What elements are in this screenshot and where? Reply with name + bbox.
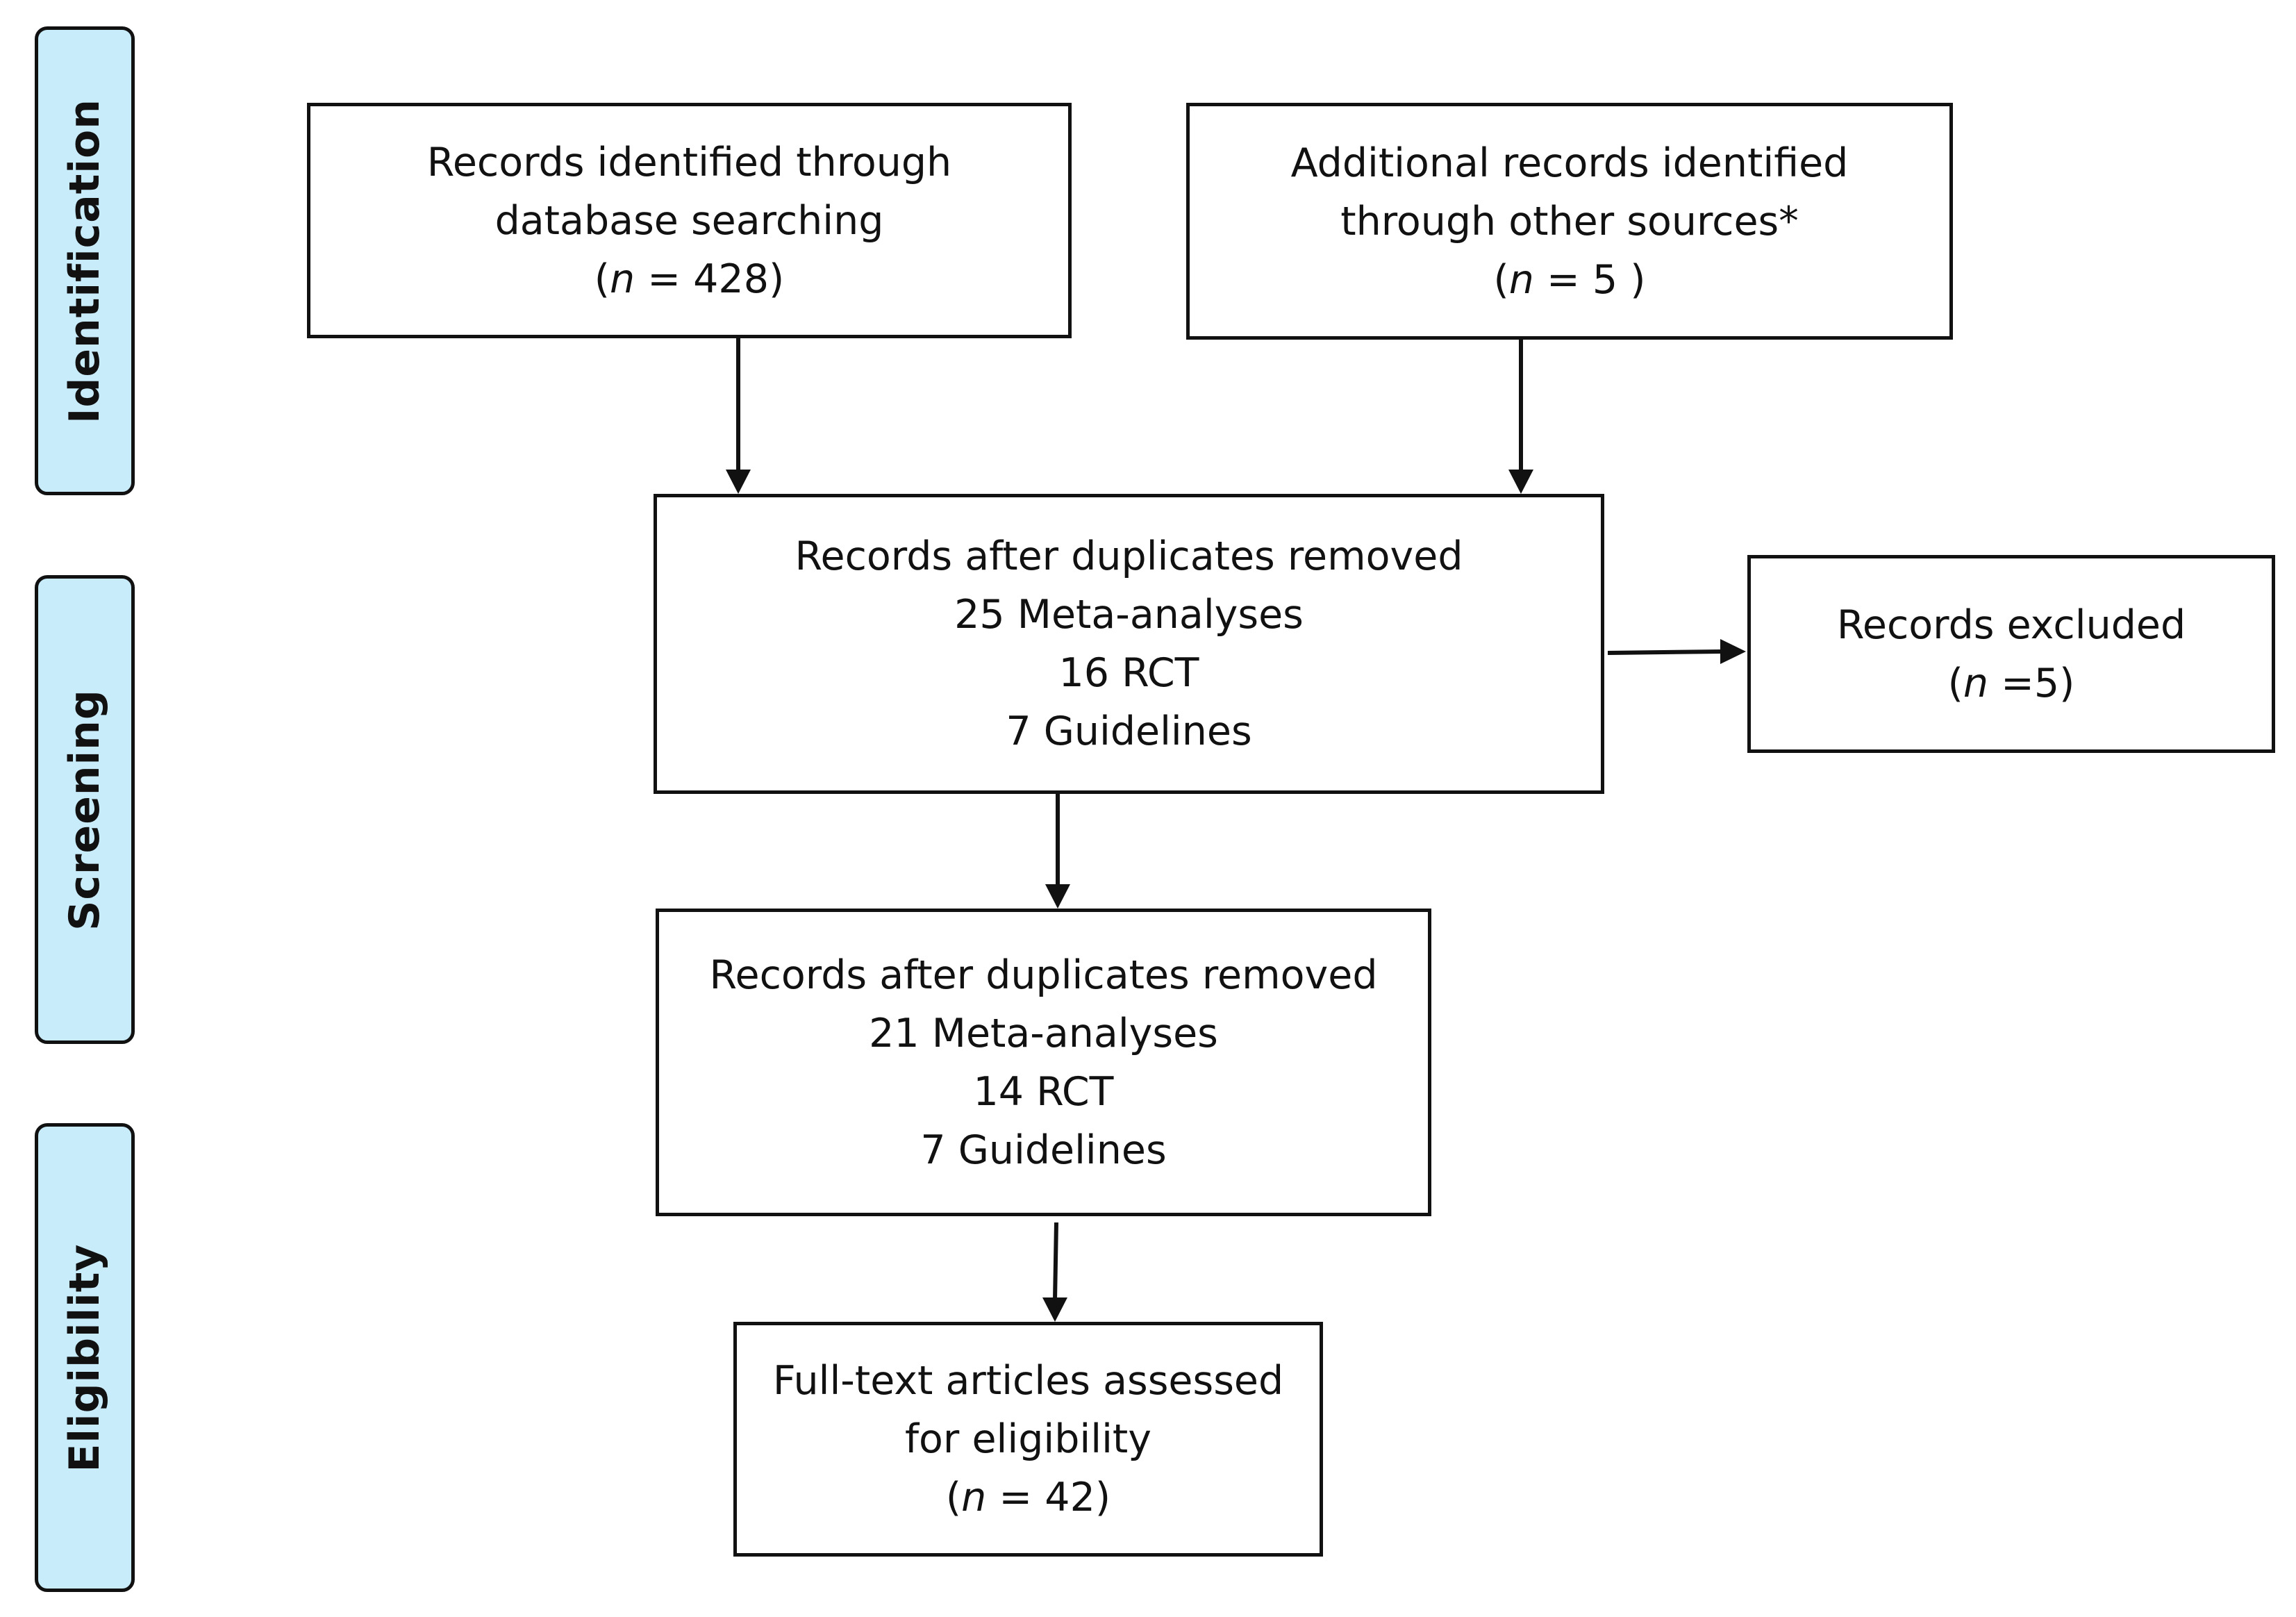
arrow-dedup2-to-fulltext bbox=[1053, 1222, 1058, 1301]
after-duplicates-2-meta: 21 Meta-analyses bbox=[869, 1010, 1218, 1056]
after-duplicates-1-title: Records after duplicates removed bbox=[795, 533, 1463, 579]
after-duplicates-box-1: Records after duplicates removed 25 Meta… bbox=[654, 494, 1604, 794]
other-sources-line2: through other sources* bbox=[1340, 198, 1799, 244]
database-records-line1: Records identified through bbox=[426, 139, 952, 185]
other-sources-count: (n = 5 ) bbox=[1493, 256, 1646, 303]
stage-identification: Identification bbox=[35, 26, 135, 495]
stage-eligibility: Eligibility bbox=[35, 1123, 135, 1592]
full-text-line2: for eligibility bbox=[904, 1416, 1152, 1462]
arrow-dedup-to-excluded bbox=[1607, 649, 1723, 655]
arrowhead-other-to-dedup bbox=[1508, 470, 1533, 494]
full-text-count: (n = 42) bbox=[945, 1475, 1111, 1520]
other-sources-line1: Additional records identified bbox=[1290, 140, 1849, 186]
records-excluded-title: Records excluded bbox=[1836, 602, 2186, 648]
after-duplicates-1-meta: 25 Meta-analyses bbox=[954, 592, 1304, 638]
records-excluded-box: Records excluded (n =5) bbox=[1747, 555, 2275, 753]
after-duplicates-2-rct: 14 RCT bbox=[973, 1068, 1114, 1115]
after-duplicates-1-rct: 16 RCT bbox=[1058, 650, 1199, 696]
database-records-line2: database searching bbox=[494, 197, 884, 244]
arrowhead-dedup-to-dedup2 bbox=[1045, 884, 1070, 909]
arrowhead-dedup2-to-fulltext bbox=[1042, 1297, 1067, 1322]
after-duplicates-2-title: Records after duplicates removed bbox=[709, 952, 1378, 998]
arrowhead-database-to-dedup bbox=[726, 470, 751, 494]
other-sources-box: Additional records identified through ot… bbox=[1186, 103, 1953, 340]
full-text-line1: Full-text articles assessed bbox=[772, 1358, 1284, 1404]
arrowhead-dedup-to-excluded bbox=[1720, 639, 1746, 664]
records-excluded-count: (n =5) bbox=[1947, 660, 2075, 706]
after-duplicates-1-guidelines: 7 Guidelines bbox=[1006, 708, 1252, 754]
database-records-count: (n = 428) bbox=[594, 256, 785, 302]
stage-screening: Screening bbox=[35, 575, 135, 1044]
after-duplicates-2-guidelines: 7 Guidelines bbox=[920, 1127, 1167, 1173]
database-records-box: Records identified through database sear… bbox=[307, 103, 1072, 338]
full-text-box: Full-text articles assessed for eligibil… bbox=[733, 1322, 1323, 1557]
after-duplicates-box-2: Records after duplicates removed 21 Meta… bbox=[656, 909, 1431, 1216]
